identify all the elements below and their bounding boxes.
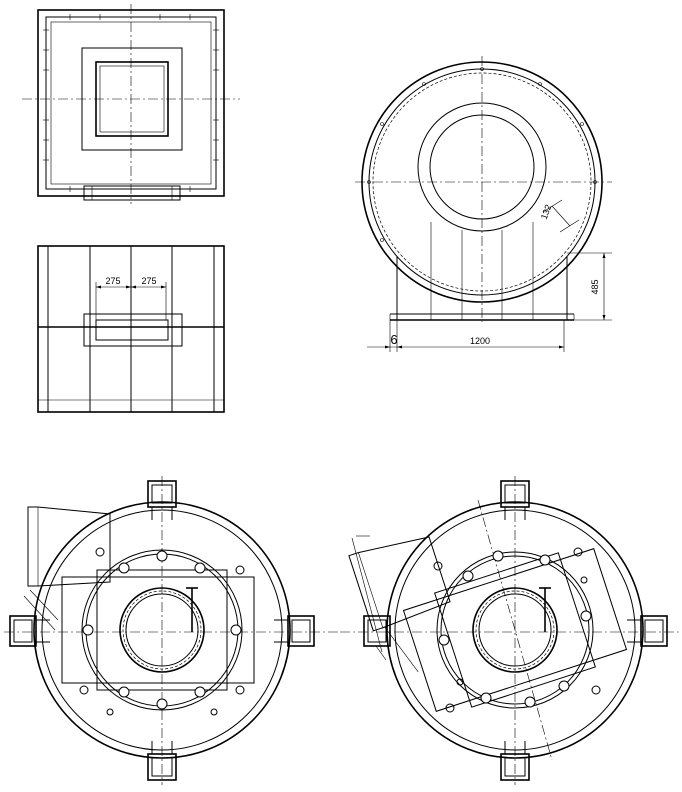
dim-label-485: 485	[590, 279, 600, 294]
dim-label-1200: 1200	[470, 336, 490, 346]
front-housing-view: 132 485 6 1200	[355, 56, 612, 352]
dimension-132: 132	[539, 199, 580, 233]
dim-label-275-right: 275	[141, 276, 156, 286]
housing-holes-right	[433, 547, 601, 713]
dim-label-275-left: 275	[105, 276, 120, 286]
flange-bolts-right	[438, 550, 592, 708]
flange-bolts-left	[82, 550, 242, 710]
dimension-6-1200: 6 1200	[367, 320, 565, 352]
dimension-275-275: 275 275	[95, 276, 167, 320]
dim-label-132: 132	[539, 203, 554, 221]
bottom-plan-view-right	[340, 476, 680, 785]
dim-label-6: 6	[390, 332, 397, 347]
plan-view	[22, 4, 240, 204]
bottom-plan-view-left	[4, 476, 340, 785]
side-elevation-view: 275 275	[37, 245, 225, 413]
dimension-485: 485	[567, 252, 612, 321]
plan-bolt-marks	[43, 14, 219, 192]
housing-rivets	[367, 67, 597, 242]
housing-holes-left	[79, 547, 245, 716]
